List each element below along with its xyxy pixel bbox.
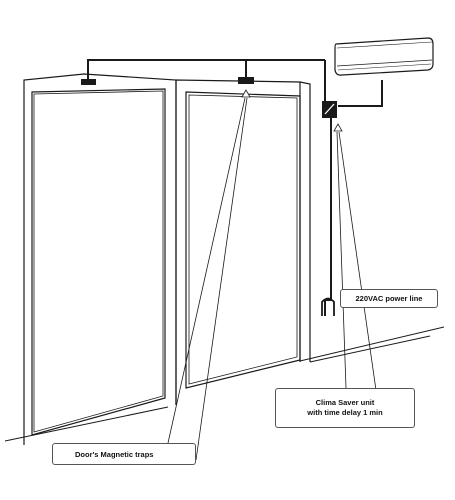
floor-line-front: [4, 406, 169, 442]
air-conditioner-icon: [334, 37, 434, 76]
leader-clima-b: [338, 131, 377, 391]
left-door-frame-outer: [23, 73, 177, 445]
relay-switch-icon: [322, 101, 337, 118]
triangle-up-icon: [241, 89, 251, 98]
clima-saver-label: Clima Saver unit with time delay 1 min: [275, 388, 415, 428]
pointers: [167, 89, 377, 461]
magnetic-trap-icon: [238, 77, 254, 84]
floor-line-back: [299, 326, 445, 362]
right-door-panel: [185, 91, 301, 389]
leader-traps-b: [195, 97, 248, 461]
wire-relay-to-ac: [338, 80, 383, 107]
clima-saver-label-line1: Clima Saver unit: [315, 398, 375, 407]
leader-clima-a: [336, 131, 347, 389]
triangle-up-icon: [333, 123, 343, 132]
power-plug-icon: [321, 297, 335, 316]
left-door-panel-inner: [33, 90, 164, 433]
left-door-panel: [31, 88, 166, 436]
magnetic-traps-label: Door's Magnetic traps: [52, 443, 196, 465]
right-door-panel-inner: [188, 94, 298, 385]
leader-traps-a: [167, 97, 246, 444]
power-line-label: 220VAC power line: [340, 289, 438, 308]
magnetic-trap-icon: [81, 79, 96, 85]
wiring: [87, 59, 383, 316]
wire-power-line: [324, 116, 332, 316]
wire-to-relay: [324, 60, 332, 107]
right-door: [175, 79, 311, 405]
left-door: [23, 73, 177, 445]
clima-saver-label-line2: with time delay 1 min: [307, 408, 383, 417]
